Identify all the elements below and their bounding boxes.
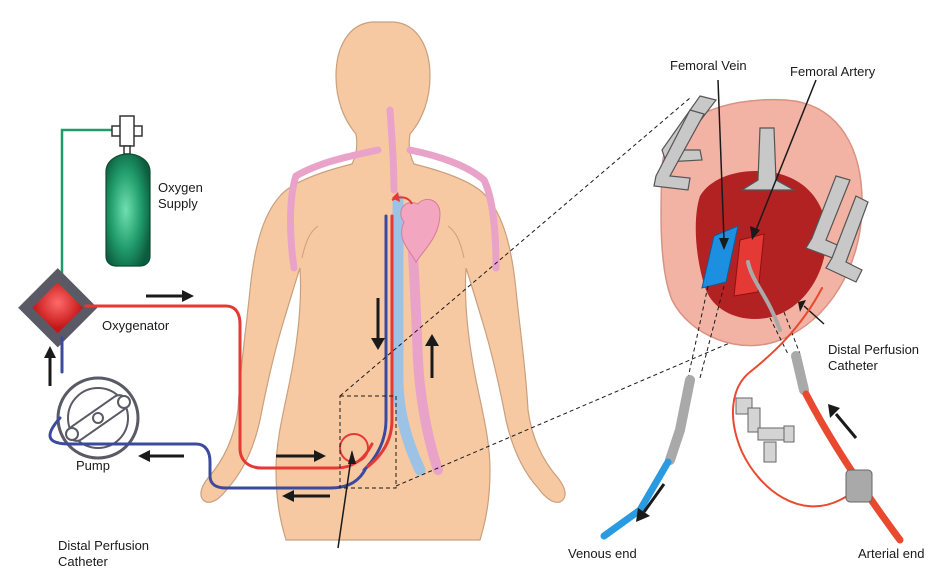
oxygenator-label: Oxygenator bbox=[102, 318, 169, 334]
femoral-artery-label: Femoral Artery bbox=[790, 64, 875, 80]
arterial-flow-arrow bbox=[828, 404, 856, 438]
oxygen-tank-icon bbox=[62, 116, 150, 292]
venous-end-label: Venous end bbox=[568, 546, 637, 562]
oxygenator-icon bbox=[18, 268, 97, 347]
oxygen-supply-line-2: Supply bbox=[158, 196, 203, 212]
oxygen-supply-line-1: Oxygen bbox=[158, 180, 203, 196]
distal-right-line-1: Distal Perfusion bbox=[828, 342, 919, 358]
distal-perfusion-catheter-right-label: Distal Perfusion Catheter bbox=[828, 342, 919, 374]
surgical-site-zoom bbox=[654, 96, 868, 346]
pump-label: Pump bbox=[76, 458, 110, 474]
human-body bbox=[201, 22, 565, 540]
venous-end-tube bbox=[604, 380, 690, 536]
distal-right-line-2: Catheter bbox=[828, 358, 919, 374]
distal-left-line-1: Distal Perfusion bbox=[58, 538, 149, 554]
distal-perfusion-catheter-left-label: Distal Perfusion Catheter bbox=[58, 538, 149, 570]
distal-left-line-2: Catheter bbox=[58, 554, 149, 570]
pump-icon bbox=[58, 378, 138, 458]
femoral-vein-label: Femoral Vein bbox=[670, 58, 747, 74]
stopcock-icon bbox=[736, 398, 794, 462]
arterial-end-label: Arterial end bbox=[858, 546, 924, 562]
oxygen-supply-label: Oxygen Supply bbox=[158, 180, 203, 212]
